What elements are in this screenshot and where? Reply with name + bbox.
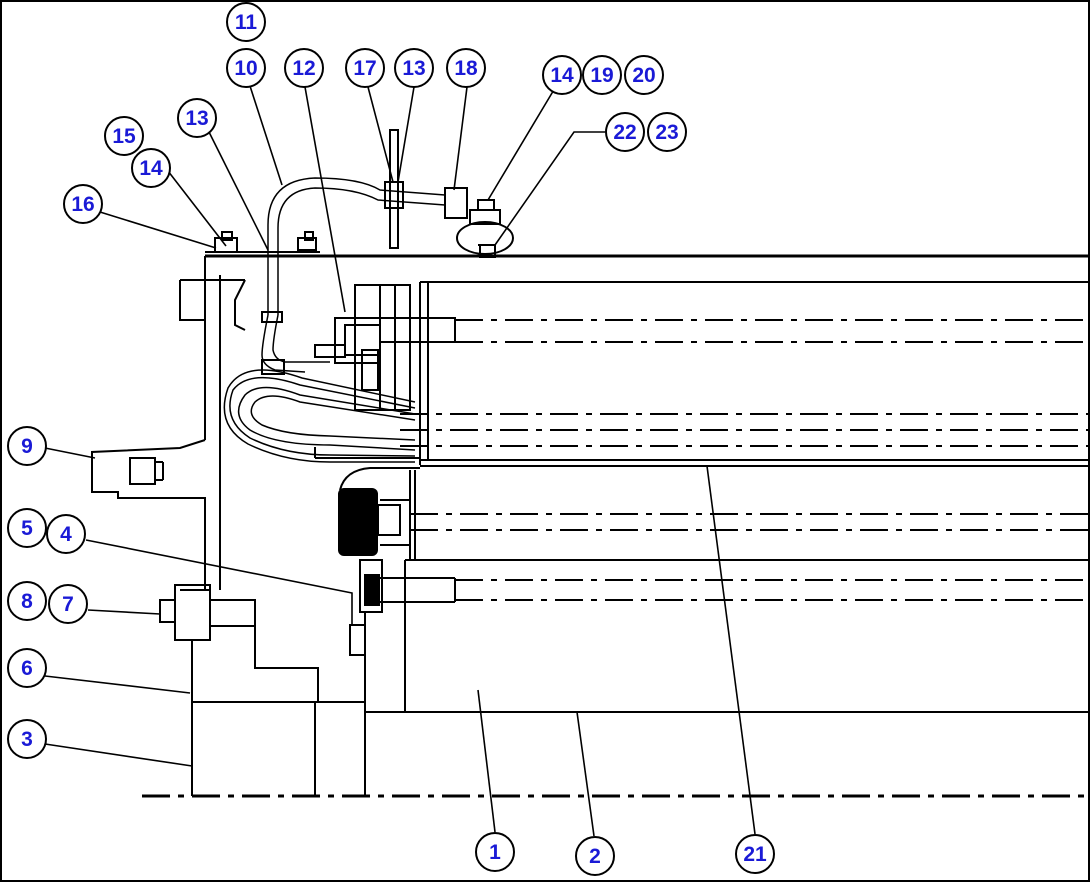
assembly-body [91,129,1088,798]
callout-bubble [104,116,144,156]
callout-number: 14 [139,157,163,180]
callout-c12: 12 [284,48,324,88]
callout-bubble [605,112,645,152]
callout-bubble [647,112,687,152]
callout-c17: 17 [345,48,385,88]
callout-c2: 2 [575,836,615,876]
callout-bubble [46,514,86,554]
callout-number: 13 [185,107,208,130]
callout-c13a: 13 [394,48,434,88]
callout-c8: 8 [7,581,47,621]
callout-c16: 16 [63,184,103,224]
callout-number: 21 [743,843,767,866]
callout-bubble [542,55,582,95]
callout-bubble [7,508,47,548]
callout-c14a: 14 [542,55,582,95]
callout-c1: 1 [475,832,515,872]
callout-bubble [446,48,486,88]
callout-bubble [48,584,88,624]
callout-number: 2 [589,845,601,868]
callout-bubble [735,834,775,874]
leader-lines [44,85,756,837]
callout-c14b: 14 [131,148,171,188]
callout-c23: 23 [647,112,687,152]
callout-number: 19 [590,64,613,87]
callout-c22: 22 [605,112,645,152]
callout-number: 8 [21,590,33,613]
callout-c10: 10 [226,48,266,88]
callout-bubble [131,148,171,188]
callout-c19: 19 [582,55,622,95]
callout-number: 17 [353,57,376,80]
callout-bubble [475,832,515,872]
callout-bubble [394,48,434,88]
callout-number: 5 [21,517,33,540]
callout-c13b: 13 [177,98,217,138]
callout-number: 13 [402,57,425,80]
callout-number: 20 [632,64,655,87]
callout-number: 12 [292,57,315,80]
callout-c3: 3 [7,719,47,759]
callout-c11: 11 [226,2,266,42]
callout-number: 6 [21,657,33,680]
callout-number: 23 [655,121,678,144]
callout-number: 22 [613,121,636,144]
callout-c21: 21 [735,834,775,874]
callout-bubble [284,48,324,88]
callout-number: 10 [234,57,257,80]
callout-bubble [63,184,103,224]
callout-number: 1 [489,841,501,864]
callout-bubble [345,48,385,88]
callout-number: 7 [62,593,74,616]
callout-bubble [7,719,47,759]
callout-bubble [226,48,266,88]
callout-number: 11 [235,11,258,34]
callout-bubble [7,648,47,688]
callout-bubble [226,2,266,42]
callout-c18: 18 [446,48,486,88]
callout-c6: 6 [7,648,47,688]
callout-bubble [177,98,217,138]
callout-bubble [582,55,622,95]
callout-c5: 5 [7,508,47,548]
callout-c20: 20 [624,55,664,95]
callout-number: 16 [71,193,94,216]
callout-bubble [624,55,664,95]
callout-bubble [7,581,47,621]
callout-number: 4 [60,523,72,546]
callout-number: 9 [21,435,33,458]
callout-c7: 7 [48,584,88,624]
callout-bubble [575,836,615,876]
callout-number: 18 [454,57,478,80]
callout-c15: 15 [104,116,144,156]
callout-number: 15 [112,125,136,148]
callout-number: 3 [21,728,33,751]
callout-c4: 4 [46,514,86,554]
callout-number: 14 [550,64,574,87]
callout-bubble [7,426,47,466]
callout-c9: 9 [7,426,47,466]
